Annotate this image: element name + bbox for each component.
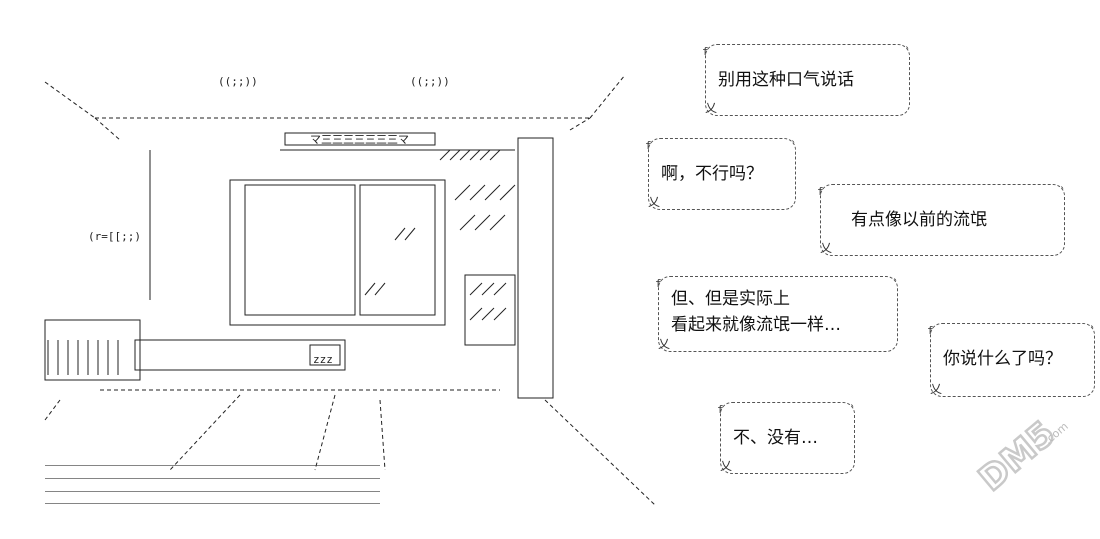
bubble-4-line-2: 看起来就像流氓一样… — [671, 315, 841, 335]
speech-bubble-1: f` 别用这种口气说话 乂 — [702, 44, 911, 116]
speech-bubble-4: f` 但、但是实际上 看起来就像流氓一样… 乂 — [655, 276, 899, 352]
speech-bubble-5: f` 你说什么了吗？ 乂 — [927, 323, 1096, 397]
side-mark: (r=[[;;) — [88, 230, 141, 243]
dm5-watermark-logo: DM5 .com — [970, 412, 1070, 500]
bubble-4-line-1: 但、但是实际上 — [671, 289, 790, 309]
speech-bubble-6: f` 不、没有… 乂 — [717, 402, 856, 474]
fan-label: マ三三三三三三三マ — [310, 133, 409, 146]
bubble-1-line-1: 别用这种口气说话 — [718, 70, 854, 90]
speech-bubble-3: f` 有点像以前的流氓 乂 — [817, 184, 1066, 256]
snore-mark-right: ((;;)) — [410, 75, 450, 88]
speech-bubble-2: f` 啊，不行吗？ 乂 — [645, 138, 797, 210]
watermark-text: DM5 — [971, 413, 1062, 499]
snore-mark-left: ((;;)) — [218, 75, 258, 88]
bubble-5-line-1: 你说什么了吗？ — [943, 349, 1062, 369]
bubble-3-line-1: 有点像以前的流氓 — [851, 210, 987, 230]
zzz-label: zzz — [313, 353, 333, 366]
bubble-2-line-1: 啊，不行吗？ — [661, 164, 763, 184]
ascii-art-room: ((;;)) ((;;)) マ三三三三三三三マ (r=[[;;) zzz — [44, 74, 656, 506]
bubble-6-line-1: 不、没有… — [733, 428, 818, 448]
